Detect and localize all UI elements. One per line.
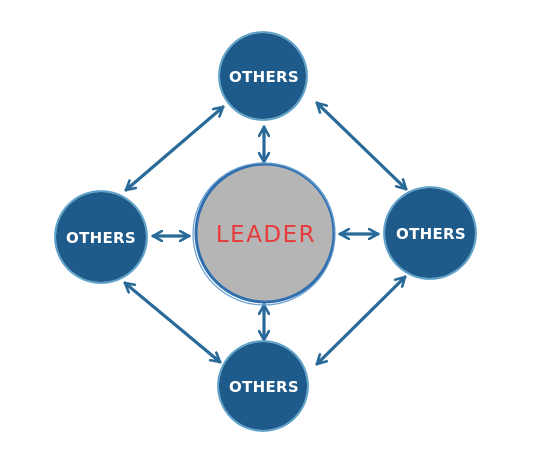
others-label-bottom: OTHERS [229, 378, 299, 396]
others-circle-right [385, 188, 475, 278]
others-node-right: OTHERS [383, 186, 477, 280]
others-ring-bottom [217, 340, 309, 432]
arrow-top-left [124, 105, 225, 192]
others-ring-left [54, 190, 148, 284]
others-node-left: OTHERS [54, 190, 148, 284]
others-circle-left [56, 192, 146, 282]
leader-label: LEADER [216, 222, 316, 248]
others-label-left: OTHERS [66, 229, 136, 247]
arrow-left-bottom [123, 281, 222, 364]
leader-circle-outline [192, 162, 336, 306]
others-label-top: OTHERS [229, 68, 299, 86]
arrow-top-right [315, 101, 408, 191]
arrow-right-bottom [315, 275, 407, 366]
others-ring-right [383, 186, 477, 280]
others-circle-bottom [219, 342, 307, 430]
others-node-bottom: OTHERS [217, 340, 309, 432]
connector-arrows [123, 101, 408, 366]
leader-node: LEADER [192, 162, 336, 306]
others-node-top: OTHERS [218, 31, 308, 121]
others-circle-top [220, 33, 306, 119]
others-label-right: OTHERS [396, 225, 466, 243]
leader-circle [194, 162, 336, 304]
others-ring-top [218, 31, 308, 121]
